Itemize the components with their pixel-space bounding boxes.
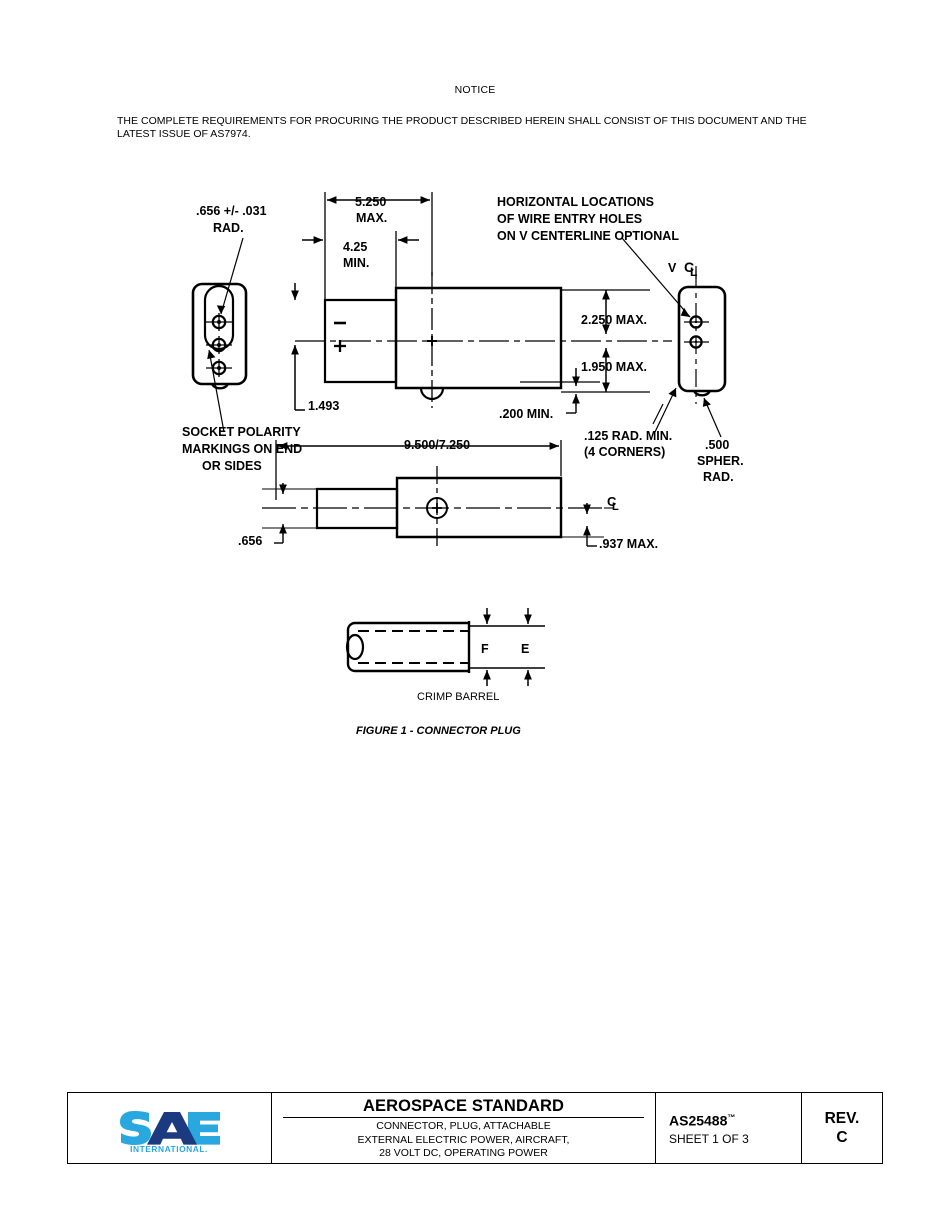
dim-height-2250: 2.250 MAX. bbox=[581, 313, 647, 327]
title-block: INTERNATIONAL. AEROSPACE STANDARD CONNEC… bbox=[67, 1092, 883, 1164]
dim-spherical-word1: SPHER. bbox=[697, 454, 744, 468]
subtitle-line-2: EXTERNAL ELECTRIC POWER, AIRCRAFT, bbox=[357, 1133, 570, 1146]
label-crimp-barrel: CRIMP BARREL bbox=[417, 691, 499, 703]
dim-offset-200: .200 MIN. bbox=[499, 407, 553, 421]
svg-text:C: C bbox=[607, 494, 617, 509]
dim-rad-word: RAD. bbox=[213, 221, 244, 235]
label-v-axis: V bbox=[668, 261, 677, 275]
document-number-cell: AS25488™ SHEET 1 OF 3 bbox=[656, 1093, 802, 1163]
dim-length-min-word: MIN. bbox=[343, 256, 369, 270]
dim-corner-radius-note: (4 CORNERS) bbox=[584, 445, 665, 459]
subtitle-line-1: CONNECTOR, PLUG, ATTACHABLE bbox=[376, 1120, 551, 1133]
plug-plan-view bbox=[291, 192, 672, 414]
subtitle-line-3: 28 VOLT DC, OPERATING POWER bbox=[379, 1147, 548, 1160]
note-wire-entry-line2: OF WIRE ENTRY HOLES bbox=[497, 212, 642, 226]
dim-nose-height: .656 bbox=[238, 534, 262, 548]
note-wire-entry-line1: HORIZONTAL LOCATIONS bbox=[497, 195, 654, 209]
trademark-symbol: ™ bbox=[727, 1113, 736, 1123]
svg-text:L: L bbox=[612, 501, 619, 513]
dim-rad-tolerance: .656 +/- .031 bbox=[196, 204, 267, 218]
drawing-annotations: .656 +/- .031 RAD. 5.250 MAX. 4.25 MIN. … bbox=[182, 195, 744, 737]
dim-height-1950: 1.950 MAX. bbox=[581, 360, 647, 374]
dim-corner-radius: .125 RAD. MIN. bbox=[584, 429, 672, 443]
centerline-glyph-v: C L bbox=[684, 259, 697, 279]
figure-caption: FIGURE 1 - CONNECTOR PLUG bbox=[356, 725, 521, 737]
dim-spherical-word2: RAD. bbox=[703, 470, 734, 484]
document-title-cell: AEROSPACE STANDARD CONNECTOR, PLUG, ATTA… bbox=[272, 1093, 656, 1163]
document-number-text: AS25488 bbox=[669, 1112, 728, 1129]
note-socket-line2: MARKINGS ON END bbox=[182, 442, 302, 456]
note-socket-line1: SOCKET POLARITY bbox=[182, 425, 301, 439]
sae-logo-tagline: INTERNATIONAL. bbox=[130, 1144, 208, 1153]
notice-section: NOTICE THE COMPLETE REQUIREMENTS FOR PRO… bbox=[0, 84, 950, 140]
svg-text:C: C bbox=[684, 259, 694, 275]
note-wire-entry-line3: ON V CENTERLINE OPTIONAL bbox=[497, 229, 679, 243]
dim-crimp-e: E bbox=[521, 642, 529, 656]
dim-crimp-f: F bbox=[481, 642, 489, 656]
dim-body-height: .937 MAX. bbox=[599, 537, 658, 551]
revision-cell: REV. C bbox=[802, 1093, 882, 1163]
revision-value: C bbox=[836, 1129, 848, 1146]
sheet-number: SHEET 1 OF 3 bbox=[669, 1131, 749, 1146]
plug-side-elevation-view bbox=[262, 440, 614, 550]
crimp-barrel-detail bbox=[345, 608, 545, 686]
aerospace-standard-title: AEROSPACE STANDARD bbox=[283, 1097, 644, 1119]
document-subtitle: CONNECTOR, PLUG, ATTACHABLE EXTERNAL ELE… bbox=[358, 1118, 570, 1161]
notice-body-text: THE COMPLETE REQUIREMENTS FOR PROCURING … bbox=[117, 115, 807, 140]
dim-length-max-value: 5.250 bbox=[355, 195, 386, 209]
document-number: AS25488™ bbox=[669, 1108, 735, 1131]
sae-logo-cell: INTERNATIONAL. bbox=[68, 1093, 272, 1163]
dim-length-min-value: 4.25 bbox=[343, 240, 367, 254]
wire-entry-end-view bbox=[621, 237, 727, 438]
notice-heading: NOTICE bbox=[454, 84, 496, 96]
revision-label: REV. bbox=[824, 1110, 860, 1127]
centerline-glyph-side: C L bbox=[607, 494, 619, 513]
dim-length-max-word: MAX. bbox=[356, 211, 387, 225]
dim-height-1493: 1.493 bbox=[308, 399, 339, 413]
svg-text:L: L bbox=[690, 265, 697, 279]
dim-spherical-value: .500 bbox=[705, 438, 729, 452]
sae-international-logo: INTERNATIONAL. bbox=[119, 1111, 220, 1153]
socket-end-view bbox=[191, 237, 248, 433]
dim-overall-length: 9.500/7.250 bbox=[404, 438, 470, 452]
note-socket-line3: OR SIDES bbox=[202, 459, 262, 473]
